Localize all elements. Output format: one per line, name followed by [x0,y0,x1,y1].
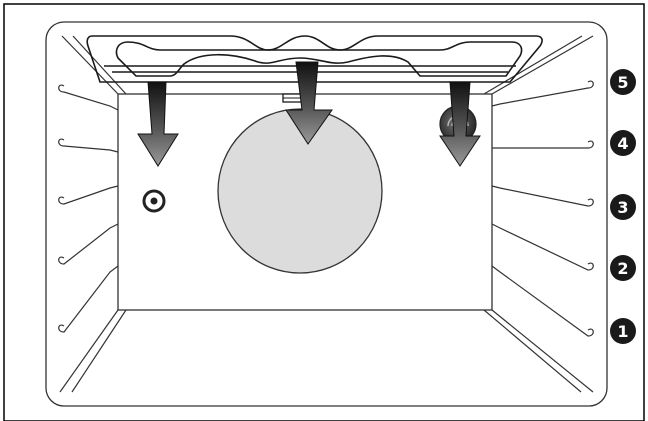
left-rack-supports [58,84,119,333]
fan-disc-icon [217,108,383,274]
airflow-arrow-center [285,61,333,145]
oven-opening [45,21,608,407]
shelf-level-badge-4: 4 [610,130,636,156]
shelf-level-label: 4 [617,134,628,153]
shelf-level-badge-circle [610,194,636,220]
airflow-arrows [137,61,481,167]
cavity-edges [59,35,594,393]
right-rack-supports [491,80,594,337]
shelf-level-label: 5 [617,73,628,92]
shelf-level-badge-circle [610,69,636,95]
shelf-level-badge-2: 2 [610,255,636,281]
oven-light-icon [142,189,166,213]
airflow-arrow-left [137,81,179,167]
shelf-level-label: 2 [617,259,628,278]
shelf-level-badges: 5 4 3 2 1 [610,69,636,344]
shelf-level-label: 1 [617,322,628,341]
shelf-level-badge-1: 1 [610,318,636,344]
shelf-level-label: 3 [617,198,628,217]
shelf-level-badge-circle [610,318,636,344]
shelf-level-badge-circle [610,255,636,281]
shelf-level-badge-3: 3 [610,194,636,220]
shelf-level-badge-5: 5 [610,69,636,95]
shelf-level-badge-circle [610,130,636,156]
airflow-arrow-right [439,81,481,167]
